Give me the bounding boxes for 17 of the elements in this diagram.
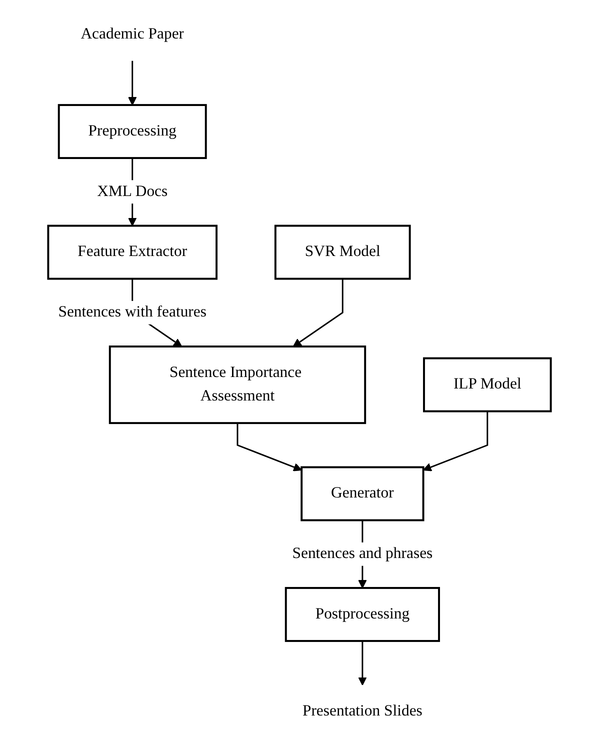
arrow [128, 60, 137, 106]
arrow [422, 411, 488, 472]
edge-label: Sentences and phrases [292, 545, 433, 562]
node-box [284, 586, 440, 642]
node-text: Academic Paper [80, 26, 184, 42]
node-box [300, 466, 424, 522]
edge-label: Sentences with features [58, 304, 207, 320]
node-box [58, 104, 207, 160]
node-box [423, 357, 552, 412]
arrow [358, 640, 367, 686]
node-box [274, 224, 411, 280]
node-text: Presentation Slides [302, 702, 422, 720]
node-box [108, 346, 366, 424]
edge-label: XML Docs [97, 183, 168, 200]
arrow [236, 423, 302, 472]
arrow [292, 278, 344, 347]
node-box [47, 224, 218, 280]
